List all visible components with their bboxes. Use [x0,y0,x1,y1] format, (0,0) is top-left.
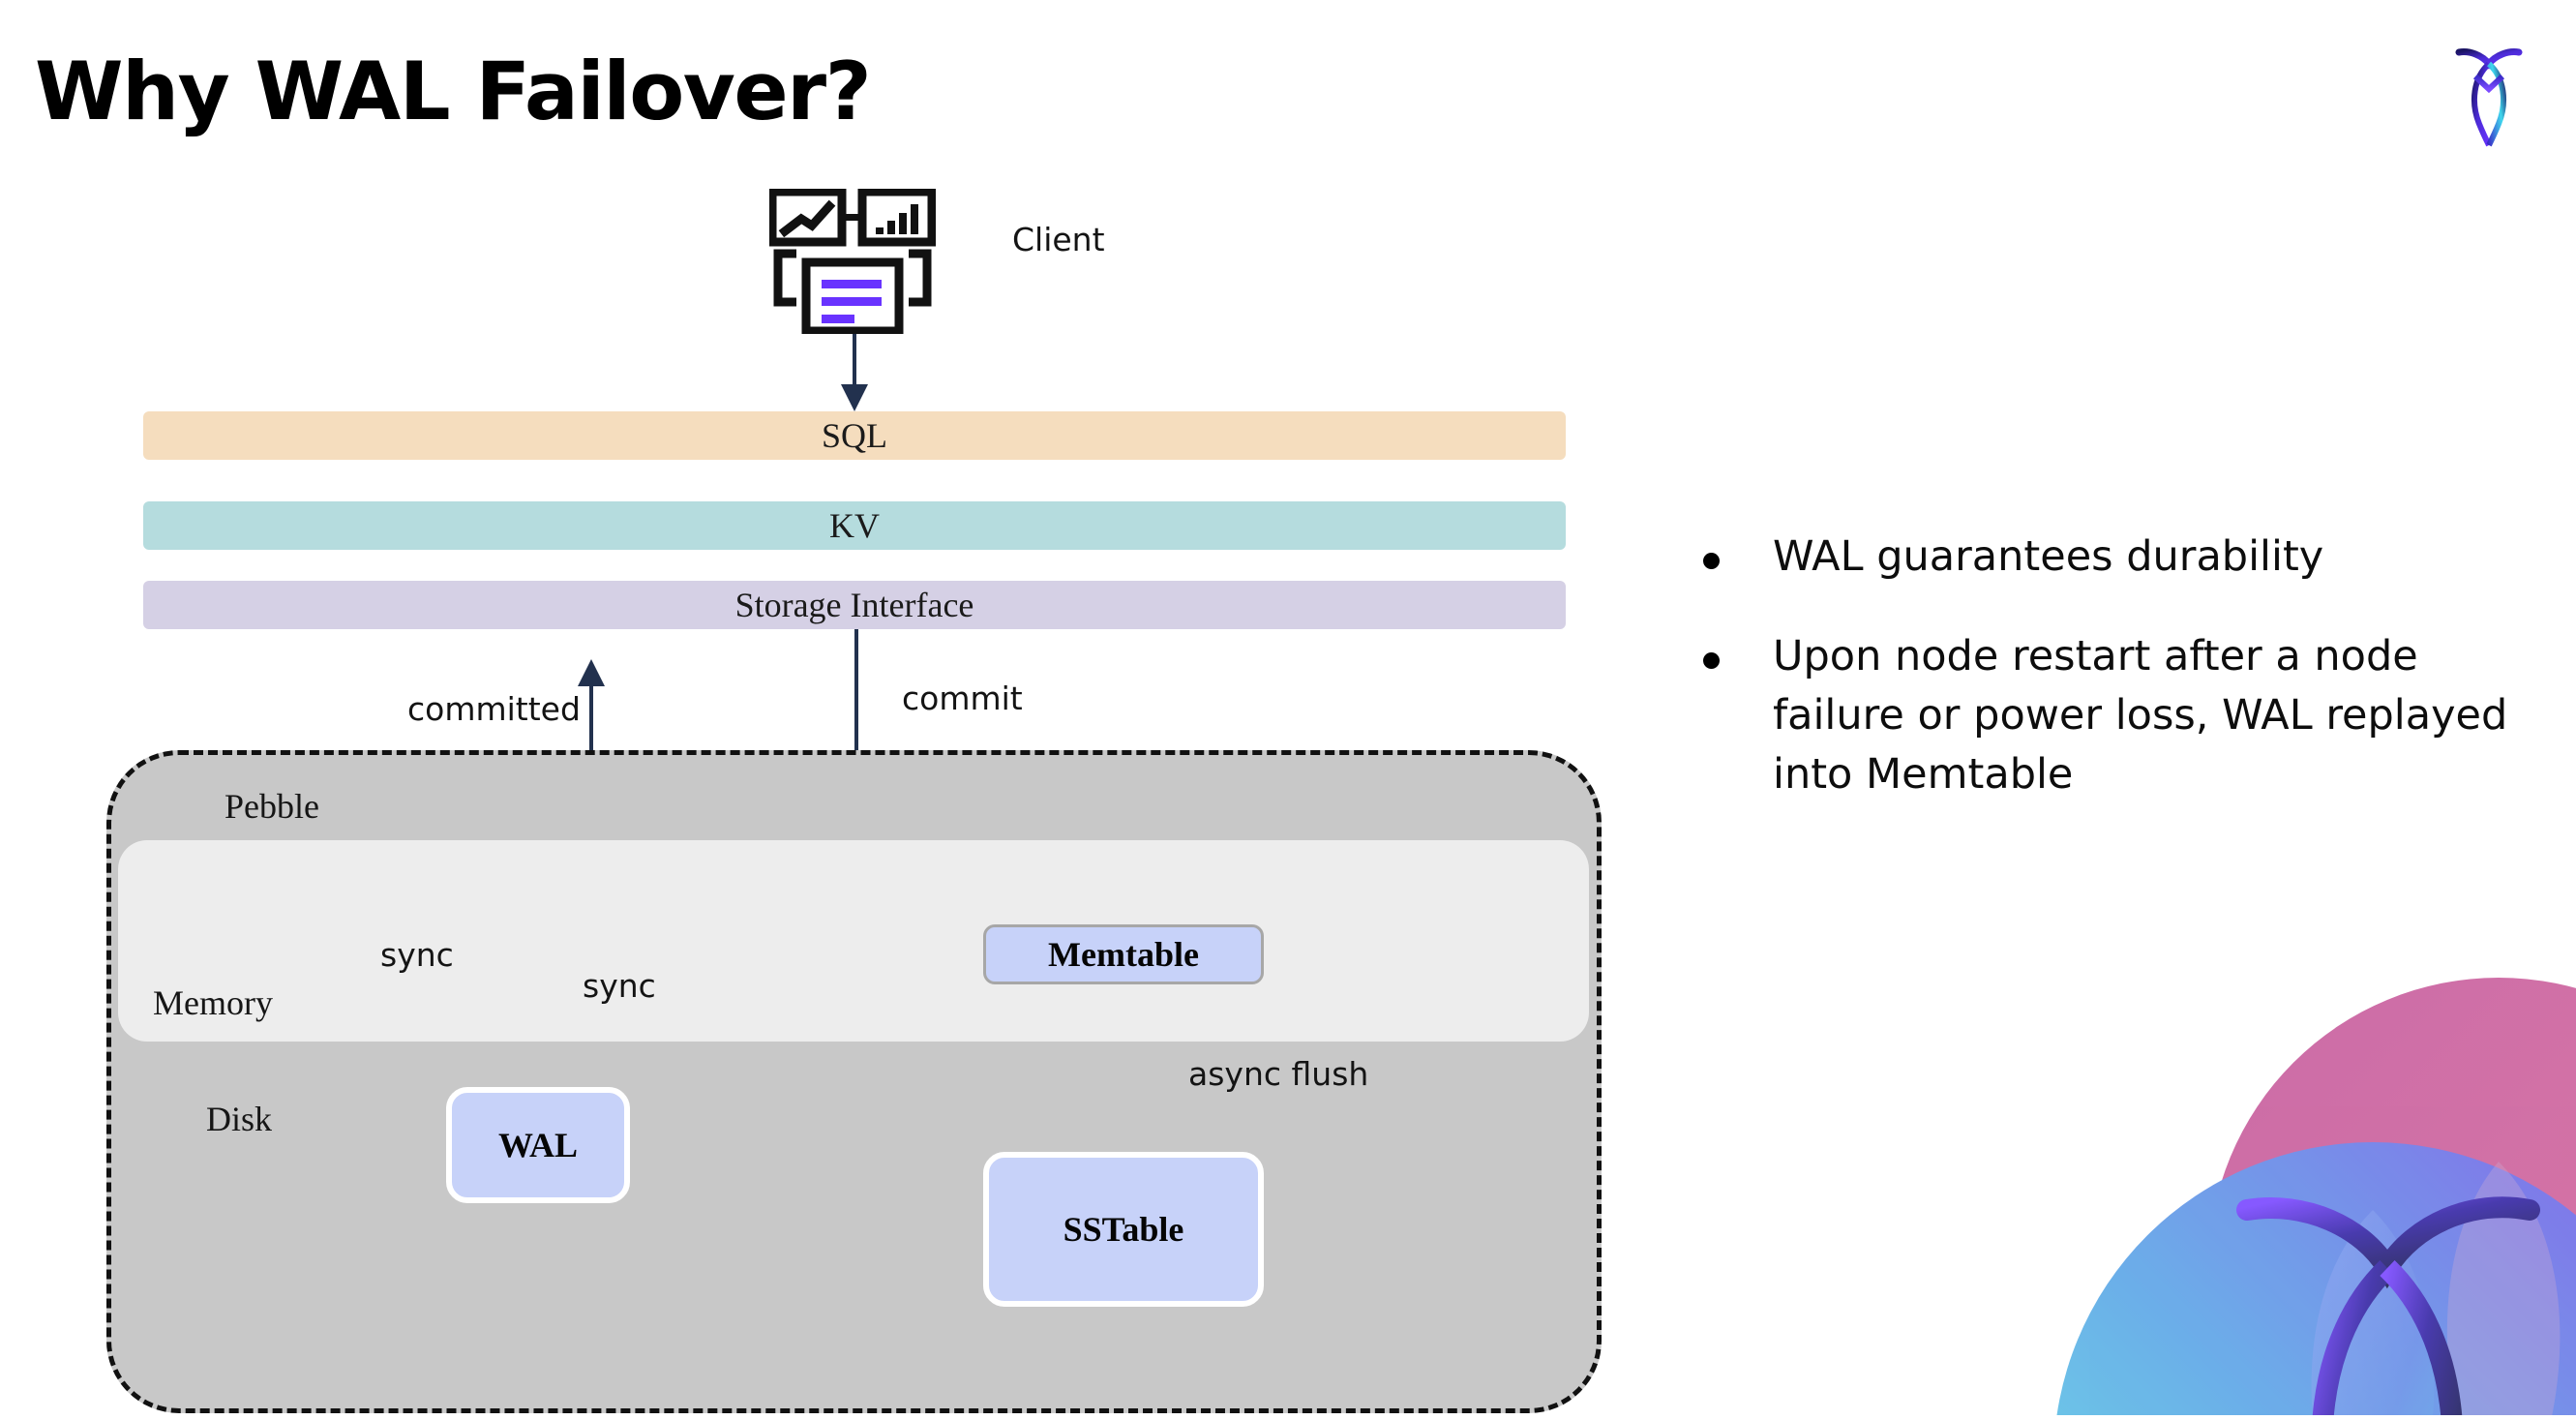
edge-label-committed: committed [407,690,581,728]
node-wal[interactable]: WAL [446,1087,630,1203]
layer-sql[interactable]: SQL [143,411,1566,460]
edge-label-commit: commit [902,680,1023,717]
memory-region [118,840,1589,1042]
decorative-gradient-circles-graphic [1957,920,2576,1415]
node-memtable[interactable]: Memtable [983,924,1264,984]
edge-label-sync-up: sync [380,936,454,974]
bullet-dot-icon [1703,553,1720,569]
list-item: WAL guarantees durability [1703,528,2535,587]
cockroachdb-logo-icon [2431,31,2547,152]
layer-storage-interface[interactable]: Storage Interface [143,581,1566,629]
client-label: Client [1012,221,1105,258]
pebble-label: Pebble [225,787,319,826]
disk-label: Disk [206,1100,273,1138]
bullet-list: WAL guarantees durability Upon node rest… [1703,528,2535,845]
page-title: Why WAL Failover? [35,45,872,138]
bullet-text: WAL guarantees durability [1773,532,2324,581]
bullet-text: Upon node restart after a node failure o… [1773,632,2508,800]
list-item: Upon node restart after a node failure o… [1703,627,2535,804]
node-sstable[interactable]: SSTable [983,1152,1264,1307]
edge-label-sync-down: sync [583,967,656,1005]
memory-label: Memory [153,983,273,1022]
client-dashboard-icon [767,187,937,336]
architecture-diagram: Client SQL KV Storage Interface Pebble M… [106,187,1602,1413]
bullet-dot-icon [1703,652,1720,670]
layer-kv[interactable]: KV [143,501,1566,550]
edge-label-async-flush: async flush [1188,1055,1369,1093]
